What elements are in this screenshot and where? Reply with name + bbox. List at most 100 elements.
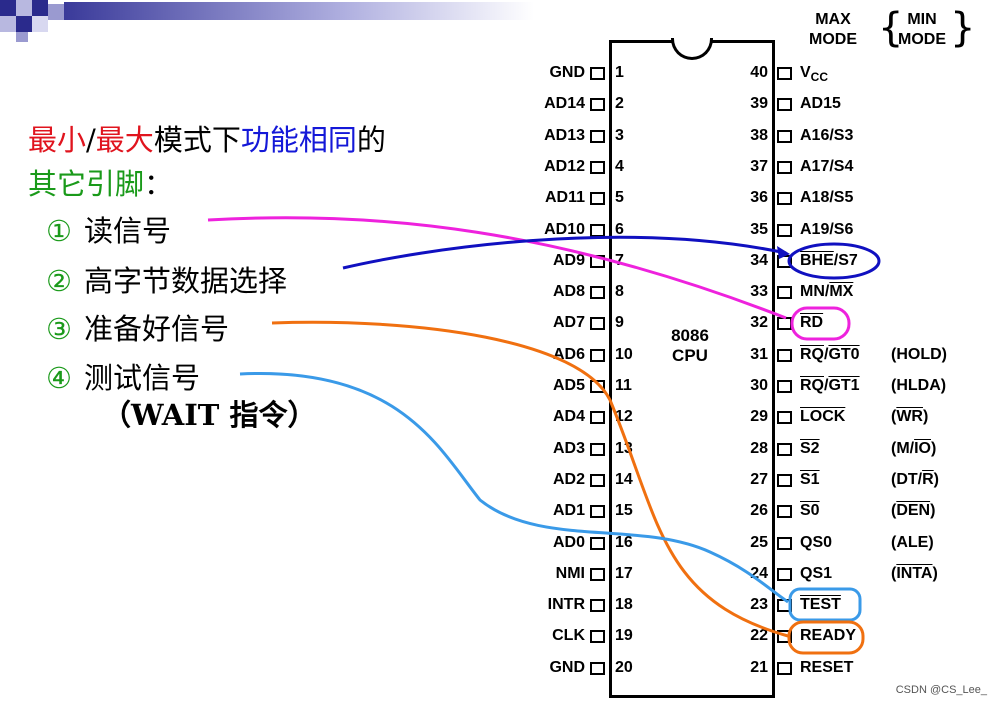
title-part: 最小 [28, 123, 87, 157]
pin-name: AD11 [544, 189, 585, 207]
max-mode-line: MAX [815, 11, 851, 28]
item-number: ④ [46, 361, 72, 395]
pin-box [590, 630, 605, 644]
pin-alt-function: (WR) [891, 408, 929, 426]
wait-note: （WAIT 指令） [102, 398, 317, 432]
pin-box [590, 98, 605, 112]
item-number: ③ [46, 312, 72, 346]
pin-box [777, 442, 792, 456]
title-part: 功能相同 [240, 123, 357, 157]
ready-connector [271, 320, 789, 638]
pin-number: 4 [615, 157, 624, 175]
pin-number: 21 [750, 658, 768, 676]
item-label: 高字节数据选择 [84, 264, 288, 298]
pin-number: 14 [615, 470, 633, 488]
pin-number: 11 [615, 377, 632, 394]
pin-name: RQ/GT0 [800, 345, 860, 363]
pin-box [777, 505, 792, 519]
pin-number: 16 [615, 533, 633, 551]
pin-name: AD3 [552, 439, 585, 457]
pin-number: 33 [750, 283, 768, 301]
item-number: ② [46, 264, 72, 298]
pin-number: 23 [750, 596, 768, 614]
max-mode-label: MAX MODE [806, 10, 860, 50]
pin-name: S1 [800, 470, 820, 488]
pin-number: 26 [750, 502, 768, 520]
pin-name: READY [800, 627, 857, 645]
pin-number: 39 [750, 95, 768, 113]
item-label: 准备好信号 [84, 312, 230, 346]
pin-name: AD8 [552, 283, 585, 301]
title-line-2: 其它引脚： [28, 162, 386, 206]
pin-box [777, 286, 792, 300]
list-item: ② 高字节数据选择 [46, 258, 287, 300]
pin-box [777, 67, 792, 80]
pin-box [590, 505, 605, 519]
pin-alt-function: (DEN) [891, 502, 936, 520]
pin-number: 18 [615, 596, 633, 614]
watermark: CSDN @CS_Lee_ [895, 684, 987, 696]
pin-box [777, 98, 792, 112]
pin-name: AD5 [552, 377, 585, 394]
pin-name: AD10 [544, 220, 585, 238]
pin-name: INTR [547, 596, 585, 614]
pin-name: A17/S4 [800, 157, 854, 175]
pin-number: 36 [750, 189, 768, 207]
pin-number: 15 [615, 502, 633, 520]
pin-name: AD9 [552, 251, 585, 269]
pin-name: A18/S5 [800, 189, 854, 207]
pin-number: 20 [615, 658, 633, 676]
pin-box [590, 661, 605, 675]
list-item: ③ 准备好信号 [46, 306, 229, 348]
title-part: / [86, 123, 96, 157]
pin-alt-function: (INTA) [891, 564, 938, 582]
pin-box [590, 67, 605, 80]
pin-number: 5 [615, 189, 624, 207]
pin-name: AD7 [552, 314, 585, 332]
pin-number: 9 [615, 314, 624, 332]
pin-number: 27 [750, 470, 768, 488]
rd-connector [207, 216, 787, 320]
pin-box [590, 286, 605, 300]
pin-name: AD2 [552, 470, 585, 488]
pin-box [777, 223, 792, 237]
min-mode-line: MODE [898, 31, 946, 48]
pin-box [590, 317, 605, 331]
pin-box [777, 129, 792, 143]
pin-name: QS1 [800, 564, 833, 582]
pin-box [590, 599, 605, 613]
pin-box [590, 129, 605, 143]
title-part: 模式下 [153, 123, 241, 157]
pin-name: AD15 [800, 95, 841, 113]
pin-number: 25 [750, 533, 768, 551]
pin-box [777, 348, 792, 362]
bhe-highlight-oval [787, 242, 881, 280]
pin-number: 2 [615, 95, 624, 113]
pin-name: TEST [800, 596, 841, 614]
bhe-arrowhead [777, 246, 790, 259]
pin-number: 32 [750, 314, 768, 332]
pin-alt-function: (HOLD) [891, 345, 947, 363]
pin-box [777, 536, 792, 550]
pin-number: 37 [750, 157, 768, 175]
pin-name: LOCK [800, 408, 846, 426]
pin-alt-function: (DT/R) [891, 470, 939, 488]
left-brace: { [878, 5, 904, 51]
pin-box [590, 567, 605, 581]
pin-box [777, 160, 792, 174]
pin-box [590, 536, 605, 550]
pin-alt-function: (HLDA) [891, 377, 947, 394]
pin-name: AD13 [544, 126, 585, 144]
right-brace: } [950, 5, 976, 51]
pin-box [590, 223, 605, 237]
pin-box [590, 473, 605, 487]
chip-body [609, 40, 775, 698]
pin-box [590, 192, 605, 206]
chip-subtitle: CPU [672, 346, 708, 365]
pin-alt-function: (ALE) [891, 533, 934, 551]
pin-name: GND [549, 658, 585, 676]
title-colon: ： [144, 167, 174, 201]
pin-number: 40 [750, 64, 768, 81]
pin-name: RQ/GT1 [800, 377, 860, 394]
pin-name: RESET [800, 658, 854, 676]
